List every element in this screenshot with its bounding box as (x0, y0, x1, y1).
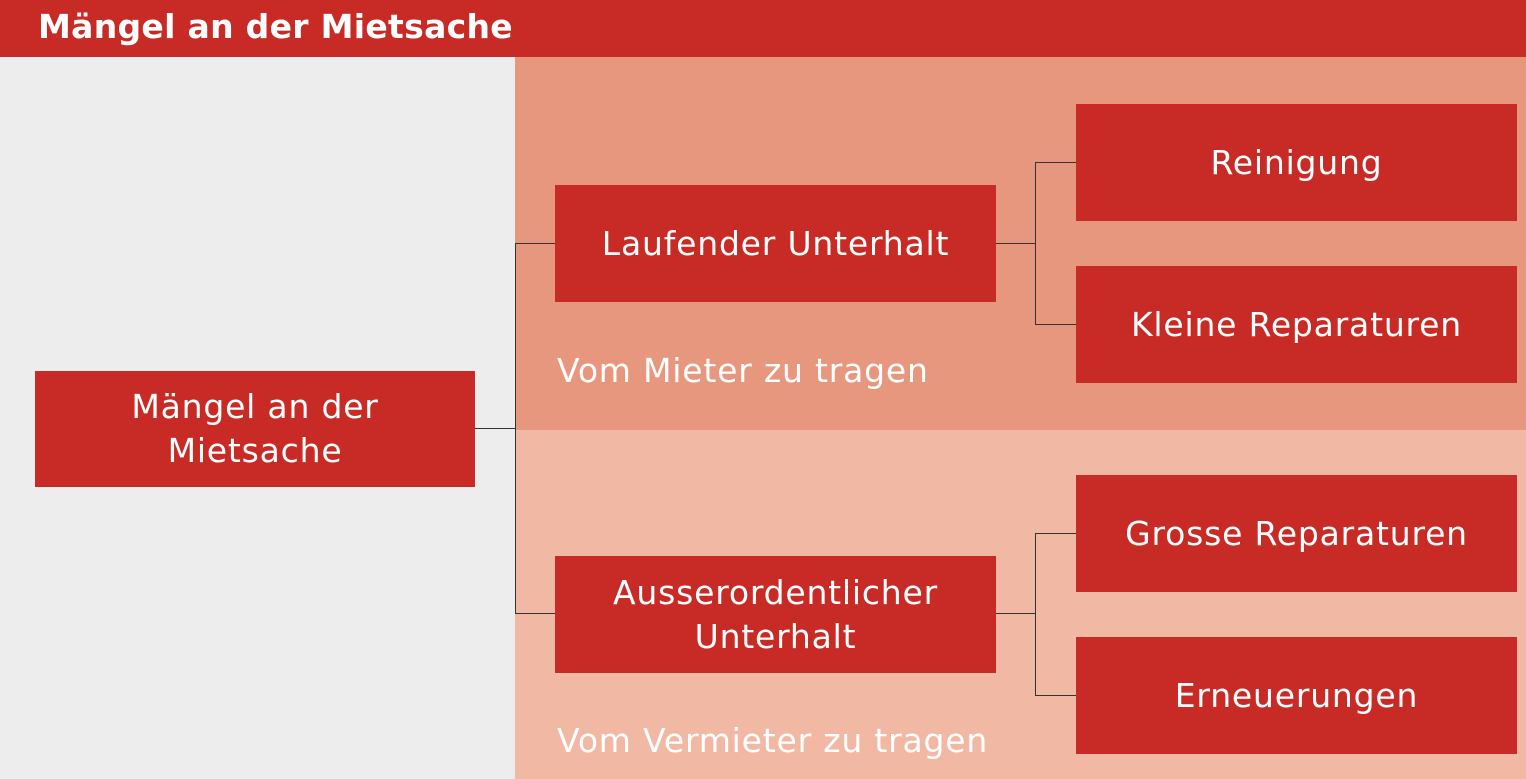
connector-root-out (475, 428, 515, 429)
connector-to-child-0-1 (1035, 324, 1076, 325)
connector-to-child-1-1 (1035, 695, 1076, 696)
child-node-kleine-reparaturen: Kleine Reparaturen (1076, 266, 1517, 383)
connector-to-child-0-0 (1035, 162, 1076, 163)
caption-landlord: Vom Vermieter zu tragen (557, 721, 989, 760)
child-node-reinigung: Reinigung (1076, 104, 1517, 221)
root-node-label: Mängel an der Mietsache (131, 387, 379, 470)
header-bar: Mängel an der Mietsache (0, 0, 1526, 57)
child-node-label: Grosse Reparaturen (1125, 513, 1468, 553)
connector-group-0-out (996, 243, 1035, 244)
caption-tenant: Vom Mieter zu tragen (557, 351, 929, 390)
connector-to-group-1 (515, 613, 555, 614)
connector-root-vertical (515, 243, 516, 614)
group-node-label: Laufender Unterhalt (601, 223, 950, 263)
connector-group-1-out (996, 613, 1035, 614)
connector-to-child-1-0 (1035, 533, 1076, 534)
connector-group-1-vertical (1035, 533, 1036, 696)
root-node: Mängel an der Mietsache (35, 371, 475, 487)
child-node-label: Erneuerungen (1174, 675, 1419, 715)
connector-to-group-0 (515, 243, 555, 244)
child-node-erneuerungen: Erneuerungen (1076, 637, 1517, 754)
group-node-ausserordentlicher-unterhalt: Ausserordentlicher Unterhalt (555, 556, 996, 673)
child-node-label: Kleine Reparaturen (1130, 304, 1462, 344)
page-title: Mängel an der Mietsache (38, 7, 513, 46)
child-node-grosse-reparaturen: Grosse Reparaturen (1076, 475, 1517, 592)
connector-group-0-vertical (1035, 162, 1036, 325)
child-node-label: Reinigung (1210, 142, 1383, 182)
group-node-label: Ausserordentlicher Unterhalt (613, 572, 938, 656)
group-node-laufender-unterhalt: Laufender Unterhalt (555, 185, 996, 302)
